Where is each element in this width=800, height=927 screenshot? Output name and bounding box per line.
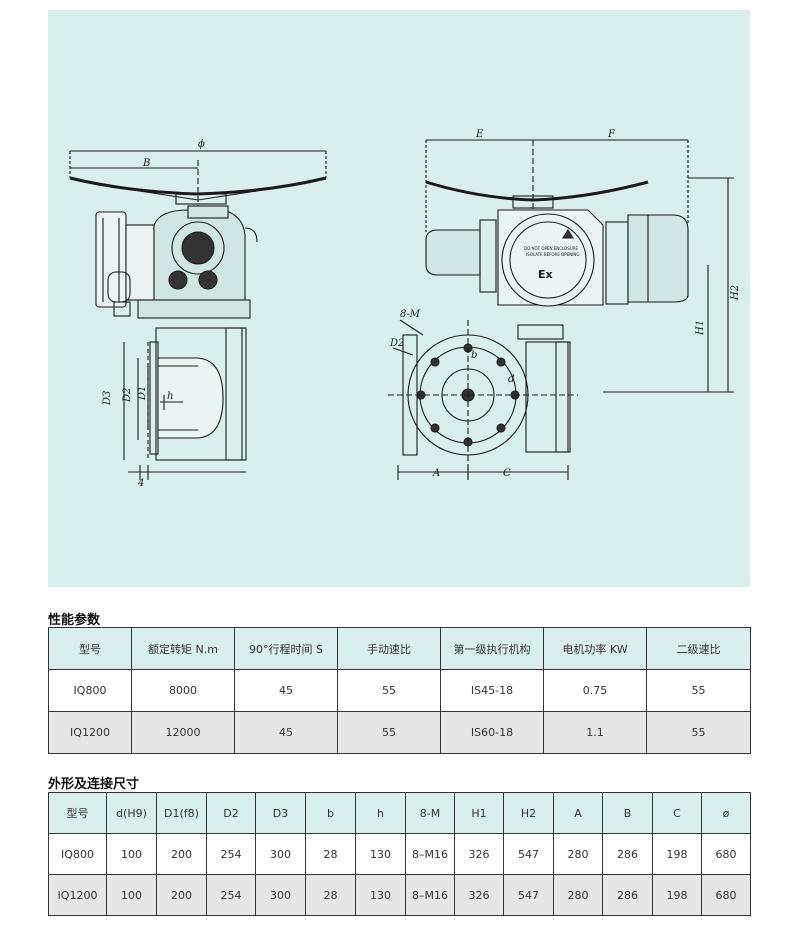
- table-cell: 326: [454, 833, 504, 875]
- header-cell: 电机功率 KW: [543, 627, 647, 670]
- table-row: IQ800 100 200 254 300 28 130 8–M16 326 5…: [48, 833, 751, 875]
- table-cell: 8–M16: [405, 874, 455, 916]
- header-cell: 第一级执行机构: [440, 627, 544, 670]
- table-cell: 254: [206, 874, 256, 916]
- table-cell: 100: [106, 874, 157, 916]
- table-cell: 254: [206, 833, 256, 875]
- table-cell: 55: [337, 711, 441, 754]
- table-cell: IQ1200: [48, 711, 132, 754]
- table-cell: 45: [234, 669, 338, 712]
- dim-label-d3: D3: [102, 391, 113, 406]
- dim-label-f: F: [607, 129, 616, 140]
- dim-label-d: d: [508, 374, 514, 385]
- header-cell: 额定转矩 N.m: [131, 627, 235, 670]
- header-cell: 8-M: [405, 792, 455, 834]
- dim-label-c: C: [503, 468, 511, 479]
- table-cell: 12000: [131, 711, 235, 754]
- table-cell: 55: [646, 711, 751, 754]
- table-header-row: 型号 d(H9) D1(f8) D2 D3 b h 8-M H1 H2 A B …: [48, 792, 751, 834]
- table-cell: 198: [652, 874, 702, 916]
- header-cell: b: [305, 792, 356, 834]
- table-cell: 286: [602, 874, 653, 916]
- table-cell: IQ800: [48, 833, 107, 875]
- table-cell: 0.75: [543, 669, 647, 712]
- table-row: IQ1200 12000 45 55 IS60-18 1.1 55: [48, 711, 751, 754]
- table-cell: 200: [156, 833, 207, 875]
- table-cell: 100: [106, 833, 157, 875]
- header-cell: ø: [701, 792, 751, 834]
- table-cell: 1.1: [543, 711, 647, 754]
- dim-label-8m: 8-M: [400, 309, 421, 320]
- header-cell: B: [602, 792, 653, 834]
- nameplate-warning-2: ISOLATE BEFORE OPENING: [526, 252, 580, 257]
- table-cell: IS45-18: [440, 669, 544, 712]
- table-cell: 326: [454, 874, 504, 916]
- header-cell: h: [355, 792, 406, 834]
- header-cell: D3: [255, 792, 306, 834]
- dim-label-b-right: b: [471, 350, 477, 361]
- header-cell: 二级速比: [646, 627, 751, 670]
- table-cell: 28: [305, 833, 356, 875]
- dim-label-4: 4: [137, 478, 144, 489]
- table-cell: 198: [652, 833, 702, 875]
- table-cell: 130: [355, 833, 406, 875]
- table-cell: 680: [701, 833, 751, 875]
- table-cell: 55: [646, 669, 751, 712]
- dimensions-table: 型号 d(H9) D1(f8) D2 D3 b h 8-M H1 H2 A B …: [48, 792, 751, 916]
- technical-drawing-panel: B ϕ D3 D2 D1 h 4 E F H2 H1 8-M D2 b d A …: [48, 10, 750, 587]
- table-cell: 8–M16: [405, 833, 455, 875]
- table-cell: IQ1200: [48, 874, 107, 916]
- dim-label-d2-right: D2: [389, 338, 404, 349]
- header-cell: H2: [503, 792, 554, 834]
- header-cell: 90°行程时间 S: [234, 627, 338, 670]
- table-cell: 286: [602, 833, 653, 875]
- dim-label-d1: D1: [137, 386, 148, 401]
- ex-mark: Ex: [538, 268, 553, 281]
- header-cell: D1(f8): [156, 792, 207, 834]
- dim-label-phi: ϕ: [198, 139, 205, 150]
- header-cell: H1: [454, 792, 504, 834]
- dim-label-b-left: B: [142, 158, 150, 169]
- performance-table: 型号 额定转矩 N.m 90°行程时间 S 手动速比 第一级执行机构 电机功率 …: [48, 627, 751, 754]
- right-view: [388, 139, 734, 480]
- table-cell: 300: [255, 874, 306, 916]
- table-row: IQ800 8000 45 55 IS45-18 0.75 55: [48, 669, 751, 712]
- table-cell: IS60-18: [440, 711, 544, 754]
- header-cell: 型号: [48, 792, 107, 834]
- actuator-drawing: B ϕ D3 D2 D1 h 4 E F H2 H1 8-M D2 b d A …: [69, 129, 741, 489]
- dim-label-a: A: [432, 468, 440, 479]
- performance-section-title: 性能参数: [48, 613, 101, 628]
- table-cell: 680: [701, 874, 751, 916]
- header-cell: 手动速比: [337, 627, 441, 670]
- nameplate-warning-1: DO NOT OPEN ENCLOSURE: [524, 246, 579, 251]
- table-cell: 547: [503, 833, 554, 875]
- dim-label-h: h: [167, 391, 173, 402]
- table-cell: IQ800: [48, 669, 132, 712]
- header-cell: A: [553, 792, 603, 834]
- table-cell: 547: [503, 874, 554, 916]
- dim-label-h2: H2: [730, 285, 741, 301]
- table-header-row: 型号 额定转矩 N.m 90°行程时间 S 手动速比 第一级执行机构 电机功率 …: [48, 627, 751, 670]
- dim-label-h1: H1: [695, 320, 706, 336]
- header-cell: d(H9): [106, 792, 157, 834]
- header-cell: 型号: [48, 627, 132, 670]
- table-cell: 28: [305, 874, 356, 916]
- table-cell: 280: [553, 833, 603, 875]
- header-cell: D2: [206, 792, 256, 834]
- table-cell: 200: [156, 874, 207, 916]
- dimensions-section-title: 外形及连接尺寸: [48, 777, 140, 792]
- header-cell: C: [652, 792, 702, 834]
- dim-label-d2-left: D2: [122, 388, 133, 403]
- table-cell: 8000: [131, 669, 235, 712]
- table-cell: 130: [355, 874, 406, 916]
- table-row: IQ1200 100 200 254 300 28 130 8–M16 326 …: [48, 874, 751, 916]
- table-cell: 55: [337, 669, 441, 712]
- table-cell: 280: [553, 874, 603, 916]
- left-view: [69, 150, 327, 480]
- table-cell: 45: [234, 711, 338, 754]
- dim-label-e: E: [475, 129, 484, 140]
- table-cell: 300: [255, 833, 306, 875]
